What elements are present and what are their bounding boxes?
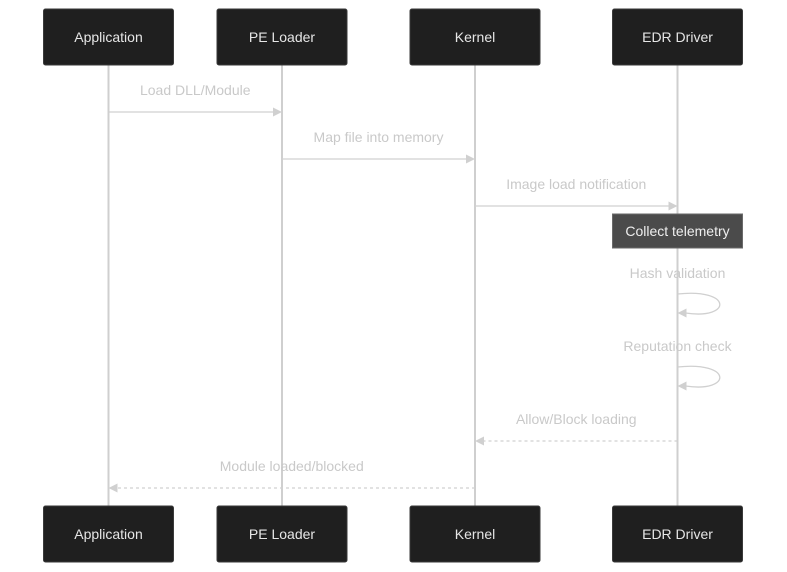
actor-bottom-loader: PE Loader — [216, 505, 348, 563]
actor-box — [612, 8, 743, 66]
actor-bottom-edr: EDR Driver — [612, 505, 743, 563]
actor-label: Application — [74, 526, 143, 542]
actor-bottom-app: Application — [43, 505, 174, 563]
arrowhead — [677, 381, 687, 391]
actor-label: PE Loader — [249, 29, 315, 45]
actor-box — [409, 505, 541, 563]
arrowhead — [273, 107, 282, 117]
message-0: Load DLL/Module — [108, 82, 282, 117]
note-edr: Collect telemetry — [612, 213, 743, 249]
note-label: Collect telemetry — [625, 223, 729, 239]
message-1: Map file into memory — [282, 129, 475, 164]
message-line — [677, 292, 721, 315]
message-line — [677, 365, 721, 388]
arrowhead — [108, 483, 118, 493]
message-label: Hash validation — [630, 265, 726, 281]
lifelines — [107, 65, 679, 506]
message-4: Hash validation — [630, 265, 726, 318]
actor-label: PE Loader — [249, 526, 315, 542]
arrowhead — [475, 436, 484, 446]
actor-box — [409, 8, 541, 66]
actor-box — [43, 8, 174, 66]
message-label: Image load notification — [506, 176, 646, 192]
message-label: Map file into memory — [314, 129, 444, 145]
arrowhead — [466, 154, 475, 164]
message-label: Load DLL/Module — [140, 82, 251, 98]
message-7: Module loaded/blocked — [108, 458, 475, 493]
note-box — [612, 213, 743, 249]
message-label: Reputation check — [623, 338, 732, 354]
message-label: Allow/Block loading — [516, 411, 637, 427]
message-2: Image load notification — [475, 176, 678, 211]
actor-label: Application — [74, 29, 143, 45]
actor-label: EDR Driver — [642, 526, 713, 542]
message-5: Reputation check — [623, 338, 733, 391]
actor-top-app: Application — [43, 8, 174, 66]
message-6: Allow/Block loading — [475, 411, 678, 446]
actor-box — [216, 505, 348, 563]
actor-label: Kernel — [455, 526, 495, 542]
actors-top: Application PE Loader Kernel EDR Driver — [43, 8, 743, 66]
actor-label: EDR Driver — [642, 29, 713, 45]
actors-bottom: Application PE Loader Kernel EDR Driver — [43, 505, 743, 563]
actor-top-kernel: Kernel — [409, 8, 541, 66]
actor-box — [216, 8, 348, 66]
actor-top-loader: PE Loader — [216, 8, 348, 66]
actor-box — [43, 505, 174, 563]
actor-box — [612, 505, 743, 563]
message-label: Module loaded/blocked — [220, 458, 364, 474]
actor-top-edr: EDR Driver — [612, 8, 743, 66]
actor-label: Kernel — [455, 29, 495, 45]
arrowhead — [677, 308, 687, 318]
actor-bottom-kernel: Kernel — [409, 505, 541, 563]
arrowhead — [668, 201, 678, 211]
